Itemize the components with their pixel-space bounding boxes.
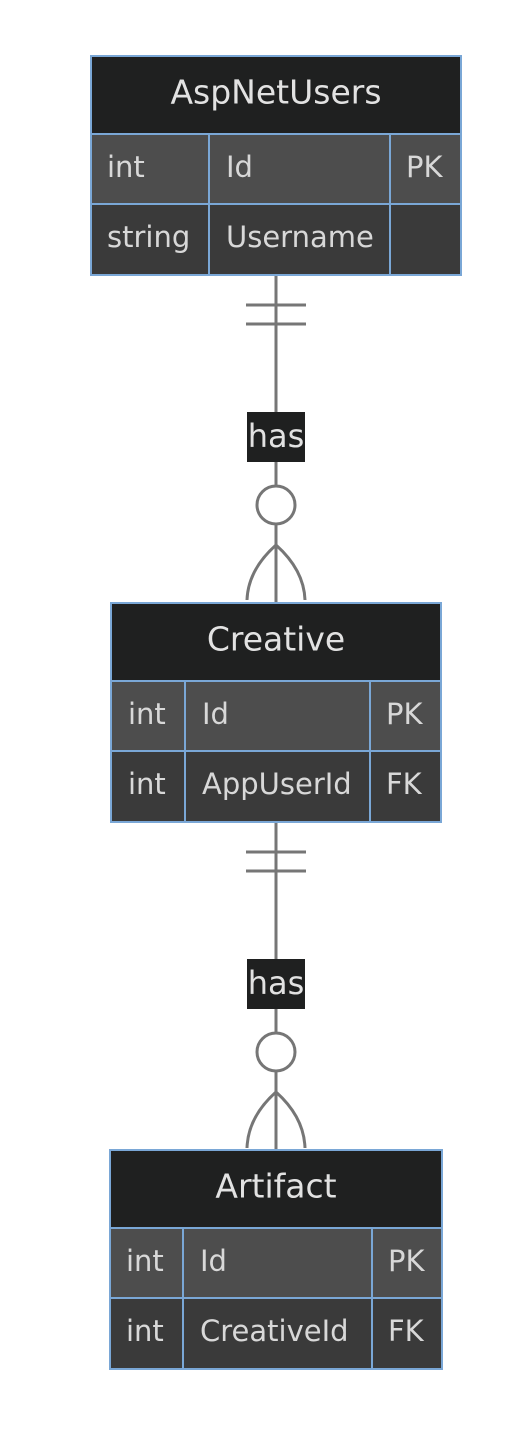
attribute-name: CreativeId xyxy=(200,1314,349,1348)
attribute-name: Username xyxy=(226,220,374,254)
attribute-type: int xyxy=(126,1244,164,1278)
attribute-type-cell xyxy=(109,1297,184,1370)
relationship-aspnetusers-creative: has xyxy=(245,276,307,602)
entity-title: AspNetUsers xyxy=(170,73,381,112)
entity-title: Creative xyxy=(207,620,345,659)
attribute-name-cell xyxy=(184,750,371,823)
attribute-type: int xyxy=(128,697,166,731)
exactly-one-marker xyxy=(246,303,306,326)
relationship-label: has xyxy=(248,964,305,1002)
attribute-name: AppUserId xyxy=(202,767,352,801)
attribute-key: FK xyxy=(386,767,423,801)
zero-or-more-marker xyxy=(245,484,307,601)
attribute-key: PK xyxy=(388,1244,425,1278)
relationship-label: has xyxy=(248,417,305,455)
attribute-name-cell xyxy=(182,1297,373,1370)
attribute-type: int xyxy=(107,150,145,184)
entity-creative[interactable]: Creative int Id PK int AppUserId FK xyxy=(110,602,442,823)
attribute-key-cell xyxy=(389,203,462,276)
entity-header xyxy=(109,1149,443,1229)
attribute-key-cell xyxy=(369,750,442,823)
attribute-name-cell xyxy=(208,133,391,205)
attribute-key-cell xyxy=(389,133,462,205)
attribute-key-cell xyxy=(371,1297,443,1370)
attribute-name-cell xyxy=(182,1227,373,1299)
exactly-one-marker xyxy=(246,850,306,873)
entity-artifact[interactable]: Artifact int Id PK int CreativeId FK xyxy=(109,1149,443,1370)
attribute-name: Id xyxy=(202,697,229,731)
entity-aspnetusers[interactable]: AspNetUsers int Id PK string Username xyxy=(90,55,462,276)
entity-header xyxy=(110,602,442,682)
relationship-label-bg xyxy=(247,412,305,462)
entity-title: Artifact xyxy=(215,1167,336,1206)
attribute-type-cell xyxy=(109,1227,184,1299)
attribute-name: Id xyxy=(226,150,253,184)
zero-or-more-marker xyxy=(245,1031,307,1149)
attribute-key: PK xyxy=(386,697,423,731)
attribute-key: PK xyxy=(406,150,443,184)
relationship-label-bg xyxy=(247,959,305,1009)
attribute-key-cell xyxy=(369,680,442,752)
attribute-name: Id xyxy=(200,1244,227,1278)
attribute-name-cell xyxy=(208,203,391,276)
attribute-type: string xyxy=(107,220,190,254)
attribute-type: int xyxy=(128,767,166,801)
attribute-type: int xyxy=(126,1314,164,1348)
attribute-key: FK xyxy=(388,1314,425,1348)
attribute-type-cell xyxy=(90,203,210,276)
attribute-type-cell xyxy=(110,680,186,752)
relationship-creative-artifact: has xyxy=(245,822,307,1150)
